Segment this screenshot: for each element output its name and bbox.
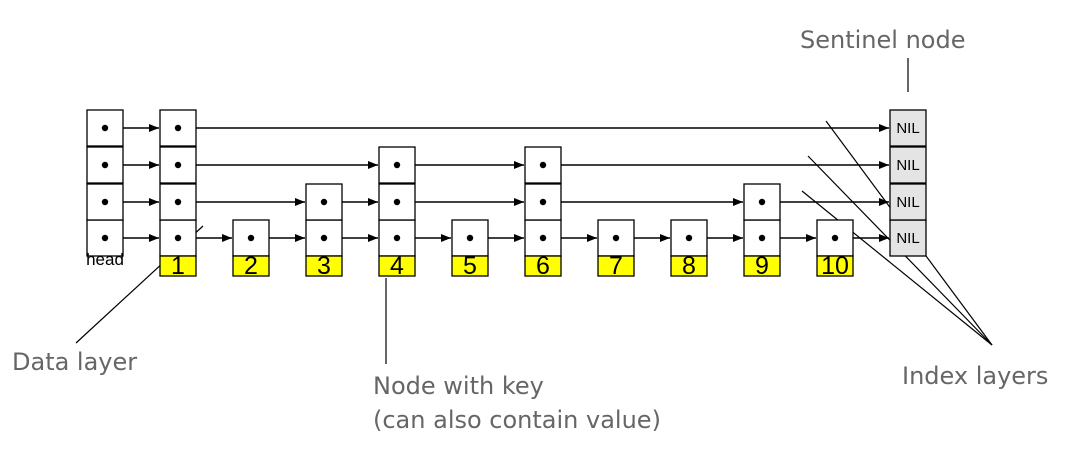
node-6-key-box	[524, 255, 562, 277]
pointer-dot	[758, 198, 766, 206]
node-3-key-box	[305, 255, 343, 277]
nil-label-level-3: NIL	[896, 157, 919, 174]
head-label: head	[86, 250, 124, 269]
node-10-key-box	[816, 255, 854, 277]
nil-cell-level-2	[889, 183, 927, 221]
pointer-dot	[174, 234, 182, 242]
node-9-key-box	[743, 255, 781, 277]
pointer-dot	[466, 234, 474, 242]
node-8-key: 8	[682, 252, 696, 280]
nil-cell-level-3	[889, 146, 927, 184]
data-layer-label: Data layer	[12, 348, 137, 376]
pointer-dot	[685, 234, 693, 242]
node-10-key: 10	[821, 252, 849, 280]
pointer-dot	[393, 234, 401, 242]
nil-cell-level-1	[889, 219, 927, 257]
node-9-key: 9	[755, 252, 769, 280]
pointer-dot	[101, 234, 109, 242]
node-2: 2	[232, 219, 270, 280]
pointer-dots	[101, 124, 839, 242]
sentinel-node-label: Sentinel node	[800, 26, 965, 54]
sentinel-node: NIL NIL NIL NIL	[889, 109, 927, 257]
pointer-dot	[539, 234, 547, 242]
node-1: 1	[159, 109, 197, 280]
node-2-key: 2	[244, 252, 258, 280]
node-3: 3	[305, 183, 343, 280]
node-8-key-box	[670, 255, 708, 277]
pointer-dot	[393, 161, 401, 169]
pointer-dot	[539, 161, 547, 169]
node-7-key: 7	[609, 252, 623, 280]
pointer-dot	[101, 124, 109, 132]
pointer-dot	[101, 161, 109, 169]
node-6-level-3	[524, 146, 562, 184]
node-7: 7	[597, 219, 635, 280]
node-5-key: 5	[463, 252, 477, 280]
index-leader-3	[801, 190, 993, 346]
node-9: 9	[743, 183, 781, 280]
node-4-key-box	[378, 255, 416, 277]
node-5: 5	[451, 219, 489, 280]
pointer-dot	[758, 234, 766, 242]
node-with-key-label: Node with key	[373, 372, 544, 400]
nil-cell-level-4	[889, 109, 927, 147]
node-4: 4	[378, 146, 416, 280]
node-1-key-box	[159, 255, 197, 277]
pointer-dot	[174, 198, 182, 206]
node-7-key-box	[597, 255, 635, 277]
node-6-key: 6	[536, 252, 550, 280]
nil-label-level-1: NIL	[896, 230, 919, 247]
head-node	[86, 109, 124, 257]
pointer-dot	[174, 124, 182, 132]
pointer-dot	[831, 234, 839, 242]
index-layers-label: Index layers	[902, 362, 1048, 390]
pointer-dot	[320, 234, 328, 242]
node-1-key: 1	[171, 252, 185, 280]
data-nodes: 1 2 3 4 5 6 7 8 9 10	[159, 109, 854, 280]
nil-label-level-4: NIL	[896, 120, 919, 137]
node-6-level-2	[524, 183, 562, 221]
pointer-dot	[101, 198, 109, 206]
node-with-key-sublabel: (can also contain value)	[373, 406, 661, 434]
node-8: 8	[670, 219, 708, 280]
pointer-dot	[174, 161, 182, 169]
node-10: 10	[816, 219, 854, 280]
pointer-dot	[539, 198, 547, 206]
node-2-key-box	[232, 255, 270, 277]
pointer-dot	[247, 234, 255, 242]
pointer-dot	[612, 234, 620, 242]
nil-label-level-2: NIL	[896, 194, 919, 211]
pointer-dot	[393, 198, 401, 206]
pointer-dot	[320, 198, 328, 206]
node-3-key: 3	[317, 252, 331, 280]
node-5-key-box	[451, 255, 489, 277]
node-4-key: 4	[390, 252, 404, 280]
